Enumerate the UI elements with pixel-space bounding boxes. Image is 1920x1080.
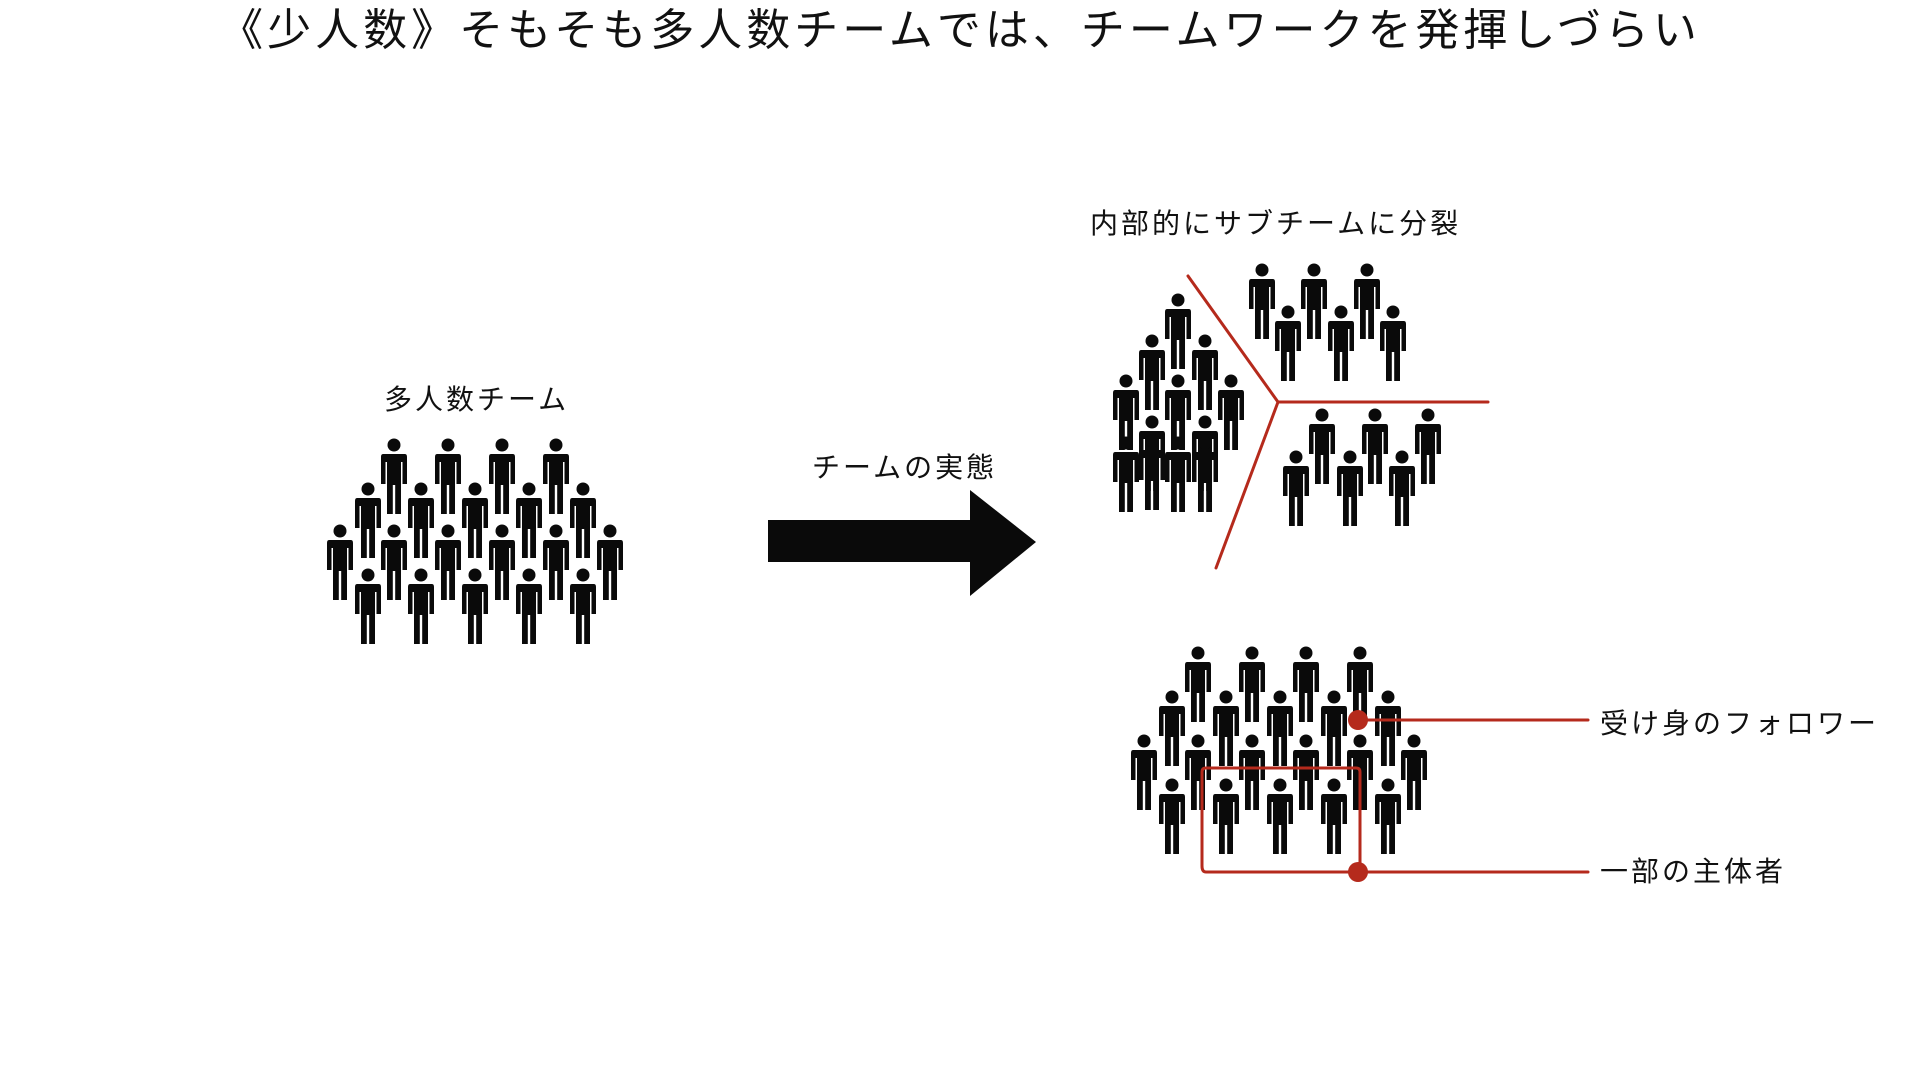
person-icon [1337, 450, 1363, 526]
person-icon [355, 568, 381, 644]
person-icon [1415, 408, 1441, 484]
person-icon [1293, 646, 1319, 722]
person-icon [408, 482, 434, 558]
person-icon [1113, 436, 1139, 512]
person-icon [1159, 778, 1185, 854]
person-icon [462, 482, 488, 558]
person-icon [1321, 778, 1347, 854]
person-icon [1267, 690, 1293, 766]
person-icon [1380, 305, 1406, 381]
person-icon [1328, 305, 1354, 381]
person-icon [570, 482, 596, 558]
person-icon [489, 438, 515, 514]
person-icon [543, 524, 569, 600]
person-icon [1301, 263, 1327, 339]
team-reality-label: チームの実態 [812, 451, 998, 484]
passive-followers-label: 受け身のフォロワー [1600, 707, 1880, 740]
person-icon [1249, 263, 1275, 339]
subteam-divider-lines [1186, 274, 1490, 570]
person-icon [327, 524, 353, 600]
core-actors-marker [1348, 862, 1368, 882]
person-icon [489, 524, 515, 600]
person-icon [1192, 334, 1218, 410]
person-icon [1275, 305, 1301, 381]
split-team-crowd [1113, 263, 1441, 526]
callout-lines [1200, 710, 1590, 882]
person-icon [1309, 408, 1335, 484]
person-icon [1185, 734, 1211, 810]
passive-followers-marker [1348, 710, 1368, 730]
person-icon [1131, 734, 1157, 810]
person-icon [381, 524, 407, 600]
person-icon [1362, 408, 1388, 484]
divider-line-lower [1214, 400, 1280, 570]
person-icon [435, 524, 461, 600]
person-icon [543, 438, 569, 514]
person-icon [1321, 690, 1347, 766]
person-icon [1354, 263, 1380, 339]
person-icon [1293, 734, 1319, 810]
person-icon [1375, 778, 1401, 854]
large-team-crowd [327, 438, 623, 644]
person-icon [1389, 450, 1415, 526]
person-icon [381, 438, 407, 514]
person-icon [1401, 734, 1427, 810]
person-icon [597, 524, 623, 600]
person-icon [1218, 374, 1244, 450]
core-actors-label: 一部の主体者 [1600, 855, 1787, 888]
person-icon [1213, 778, 1239, 854]
person-icon [1165, 436, 1191, 512]
person-icon [435, 438, 461, 514]
person-icon [1239, 646, 1265, 722]
person-icon [516, 568, 542, 644]
person-icon [1375, 690, 1401, 766]
person-icon [1185, 646, 1211, 722]
person-icon [462, 568, 488, 644]
subteam-split-label: 内部的にサブチームに分裂 [1090, 207, 1462, 240]
large-team-label: 多人数チーム [384, 383, 570, 416]
divider-line-upper [1186, 274, 1280, 404]
passive-team-crowd [1131, 646, 1427, 854]
person-icon [1239, 734, 1265, 810]
right-arrow-icon [768, 490, 1036, 596]
arrow-shape [768, 490, 1036, 596]
person-icon [1165, 293, 1191, 369]
person-icon [570, 568, 596, 644]
person-icon [1213, 690, 1239, 766]
person-icon [1159, 690, 1185, 766]
person-icon [1139, 334, 1165, 410]
person-icon [1267, 778, 1293, 854]
person-icon [355, 482, 381, 558]
slide-title: 《少人数》そもそも多人数チームでは、チームワークを発揮しづらい [219, 5, 1701, 56]
person-icon [408, 568, 434, 644]
person-icon [1283, 450, 1309, 526]
person-icon [516, 482, 542, 558]
